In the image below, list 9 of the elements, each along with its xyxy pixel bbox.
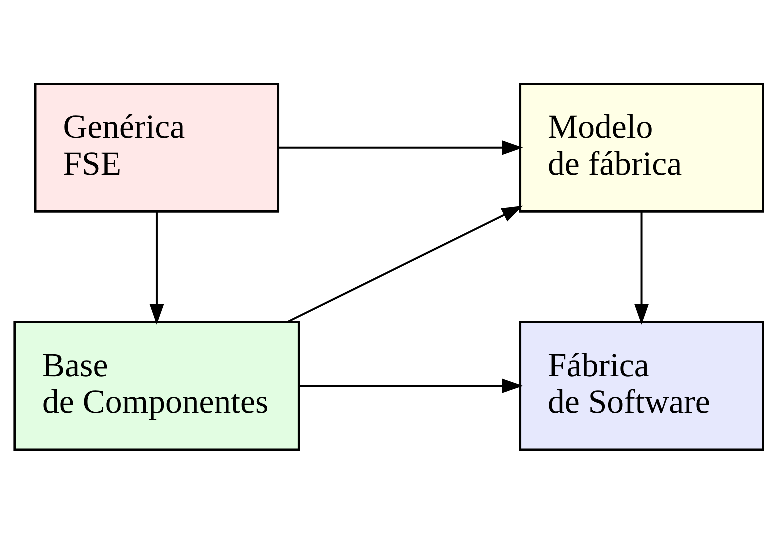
node-box: Modelo de fábrica	[519, 82, 764, 212]
arrow	[150, 211, 164, 324]
node-box: Fábrica de Software	[519, 320, 764, 450]
node-box: Genérica FSE	[34, 82, 280, 212]
arrow	[287, 205, 524, 323]
arrow	[299, 378, 524, 393]
arrow	[634, 211, 650, 324]
node-box: Base de Componentes	[14, 320, 300, 450]
arrow	[278, 140, 524, 155]
